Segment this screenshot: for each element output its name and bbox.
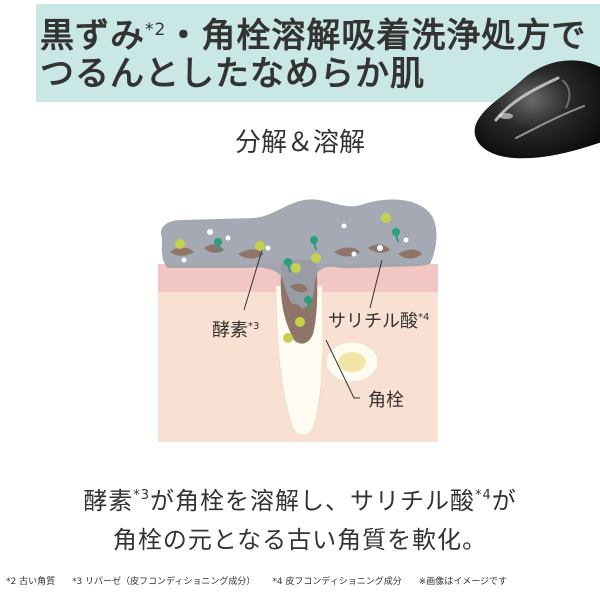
sebum [338,352,366,372]
dissolved-particles [181,223,409,263]
enzyme-particles [175,213,391,343]
skin-pore-illustration [158,199,438,442]
salicylic-acid-particles [214,228,400,311]
enzyme-label: 酵素*3 [212,320,260,341]
leader-lines [243,249,383,399]
cleansing-gel [160,199,437,309]
hero-band [36,4,600,102]
footnote-marker: *2 [145,20,167,40]
description-line-1: 酵素*3が角栓を溶解し、サリチル酸*4が [83,487,517,515]
hero-headline-line-2: つるんとしたなめらか肌 [40,54,425,94]
hero-headline-line-1: 黒ずみ*2・角栓溶解吸着洗浄処方で [40,16,587,56]
footnote-4: *4 皮フコンディショニング成分 [272,577,402,587]
image-disclaimer: ※画像はイメージです [418,577,508,587]
footnote-2: *2 古い角質 [6,577,56,587]
keratin-plug-label: 角栓 [368,390,404,411]
black-gel-image [474,60,600,159]
footnote-3: *3 リパーゼ（皮フコンディショニング成分） [71,577,256,587]
salicylic-acid-label: サリチル酸*4 [328,311,430,332]
footnotes: *2 古い角質 *3 リパーゼ（皮フコンディショニング成分） *4 皮フコンディ… [6,576,521,588]
section-title: 分解＆溶解 [234,128,365,158]
description-line-2: 角栓の元となる古い角質を軟化。 [112,526,488,554]
